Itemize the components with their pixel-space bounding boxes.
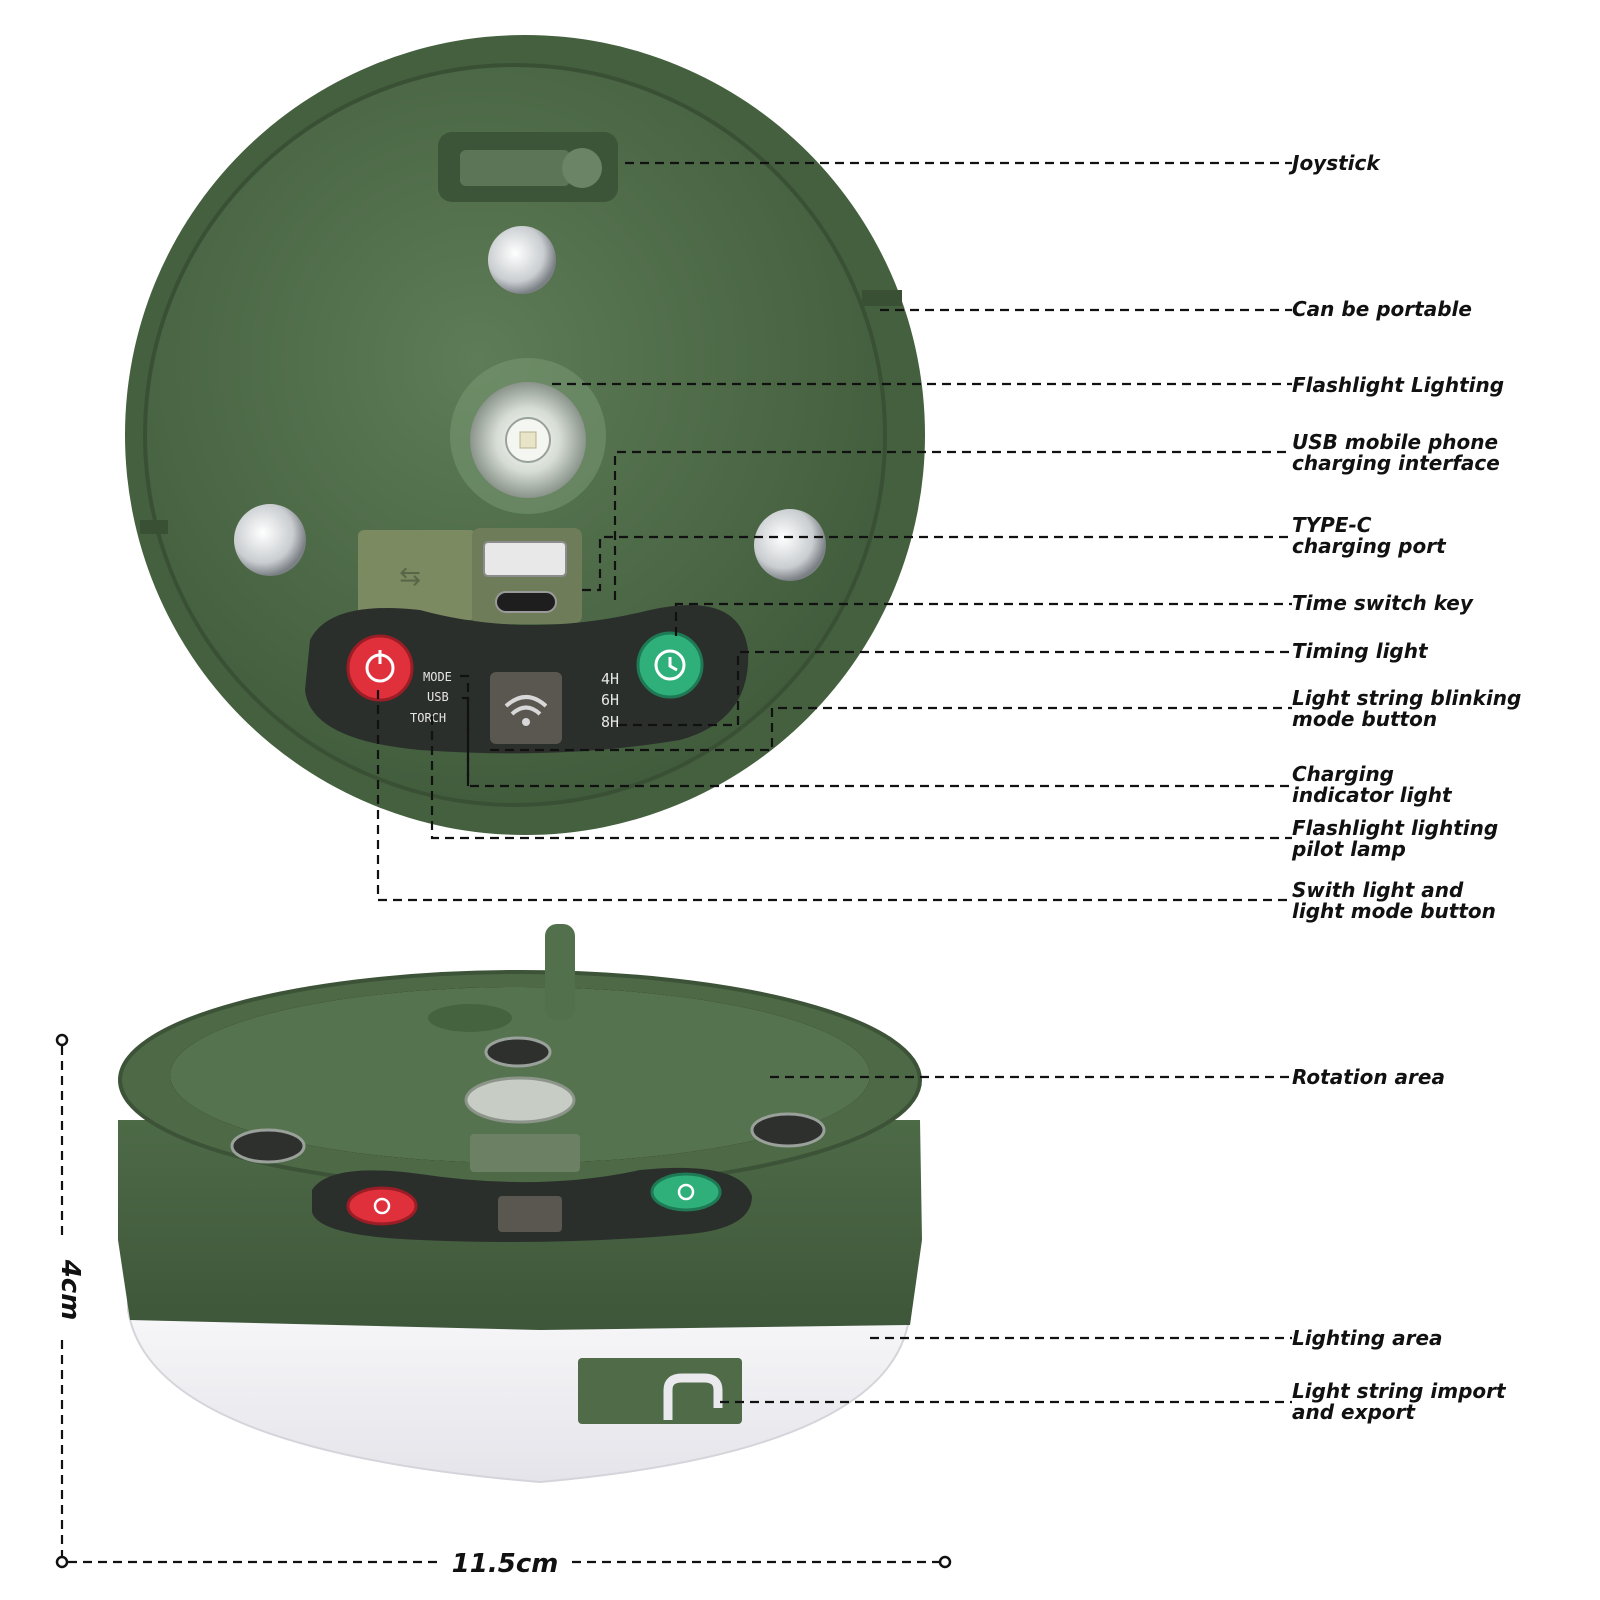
timer-4h-label: 4H bbox=[601, 670, 619, 688]
magnet-right bbox=[754, 509, 826, 581]
leader-typec bbox=[582, 535, 1292, 592]
side-wifi-icon bbox=[498, 1196, 562, 1232]
label-charging-line2: indicator light bbox=[1292, 783, 1453, 807]
height-dimension-label: 4cm bbox=[55, 1259, 85, 1321]
side-usb-cover bbox=[470, 1134, 580, 1172]
label-time-switch: Time switch key bbox=[1292, 591, 1474, 615]
panel-torch-label: TORCH bbox=[410, 711, 446, 725]
timer-6h-label: 6H bbox=[601, 691, 619, 709]
label-joystick: Joystick bbox=[1288, 151, 1381, 175]
power-button[interactable] bbox=[346, 634, 414, 702]
callout-labels: Joystick Can be portable Flashlight Ligh… bbox=[1288, 151, 1521, 1424]
label-usb-line1: USB mobile phone bbox=[1292, 430, 1498, 454]
height-dim-bottom-end bbox=[55, 1555, 69, 1569]
label-pilot-line2: pilot lamp bbox=[1291, 837, 1406, 861]
side-notch bbox=[140, 520, 168, 534]
label-switch-line1: Swith light and bbox=[1292, 878, 1464, 902]
width-dim-right-end bbox=[938, 1555, 952, 1569]
wifi-blink-icon[interactable] bbox=[490, 672, 562, 744]
leader-timing-light bbox=[618, 650, 1292, 727]
magnet-top bbox=[488, 226, 556, 294]
side-power-button[interactable] bbox=[346, 1186, 418, 1226]
joystick[interactable] bbox=[438, 132, 618, 202]
label-blink-line1: Light string blinking bbox=[1292, 686, 1521, 710]
svg-text:⇆: ⇆ bbox=[399, 562, 421, 592]
dimension-lines: 4cm 11.5cm bbox=[55, 1033, 952, 1579]
timer-8h-label: 8H bbox=[601, 713, 619, 731]
label-lighting: Lighting area bbox=[1292, 1326, 1443, 1350]
time-switch-button[interactable] bbox=[636, 631, 704, 699]
label-blink-line2: mode button bbox=[1292, 707, 1437, 731]
label-switch-line2: light mode button bbox=[1292, 899, 1496, 923]
top-view-lamp: ⇆ MODE USB TORCH 4H 6H 8H bbox=[125, 35, 925, 835]
leader-blink bbox=[490, 706, 1292, 752]
joystick-raised[interactable] bbox=[545, 924, 575, 1020]
callout-leaders bbox=[376, 161, 1292, 1404]
label-typec-line1: TYPE-C bbox=[1292, 513, 1372, 537]
top-face-inner bbox=[170, 987, 870, 1163]
side-magnet-top bbox=[484, 1036, 552, 1068]
type-c-port[interactable] bbox=[495, 591, 557, 613]
leader-switch bbox=[376, 690, 1292, 902]
width-dimension-label: 11.5cm bbox=[452, 1549, 559, 1579]
label-timing-light: Timing light bbox=[1292, 639, 1429, 663]
panel-usb-label: USB bbox=[427, 690, 449, 704]
side-view-lamp bbox=[118, 924, 922, 1484]
label-pilot-line1: Flashlight lighting bbox=[1292, 816, 1498, 840]
flashlight-led bbox=[450, 358, 606, 514]
side-time-button[interactable] bbox=[650, 1172, 722, 1212]
usb-port[interactable] bbox=[483, 541, 567, 577]
label-import-line2: and export bbox=[1292, 1400, 1416, 1424]
label-typec-line2: charging port bbox=[1292, 534, 1447, 558]
label-flashlight: Flashlight Lighting bbox=[1292, 373, 1504, 397]
leader-pilot bbox=[430, 696, 1292, 840]
side-magnet-right bbox=[750, 1112, 826, 1148]
side-magnet-left bbox=[230, 1128, 306, 1164]
portable-notch bbox=[862, 290, 902, 306]
label-usb-line2: charging interface bbox=[1292, 451, 1500, 475]
leader-usb bbox=[613, 450, 1292, 600]
label-portable: Can be portable bbox=[1292, 297, 1472, 321]
height-dim-top-end bbox=[55, 1033, 69, 1047]
label-import-line1: Light string import bbox=[1292, 1379, 1507, 1403]
magnet-left bbox=[234, 504, 306, 576]
label-charging-line1: Charging bbox=[1292, 762, 1394, 786]
side-flashlight bbox=[464, 1076, 576, 1124]
leader-time-switch bbox=[674, 602, 1292, 636]
panel-mode-label: MODE bbox=[423, 670, 452, 684]
label-rotation: Rotation area bbox=[1292, 1065, 1445, 1089]
hook-slot bbox=[663, 1373, 723, 1420]
usb-cover-flap[interactable]: ⇆ bbox=[358, 530, 476, 620]
joystick-base bbox=[428, 1004, 512, 1032]
